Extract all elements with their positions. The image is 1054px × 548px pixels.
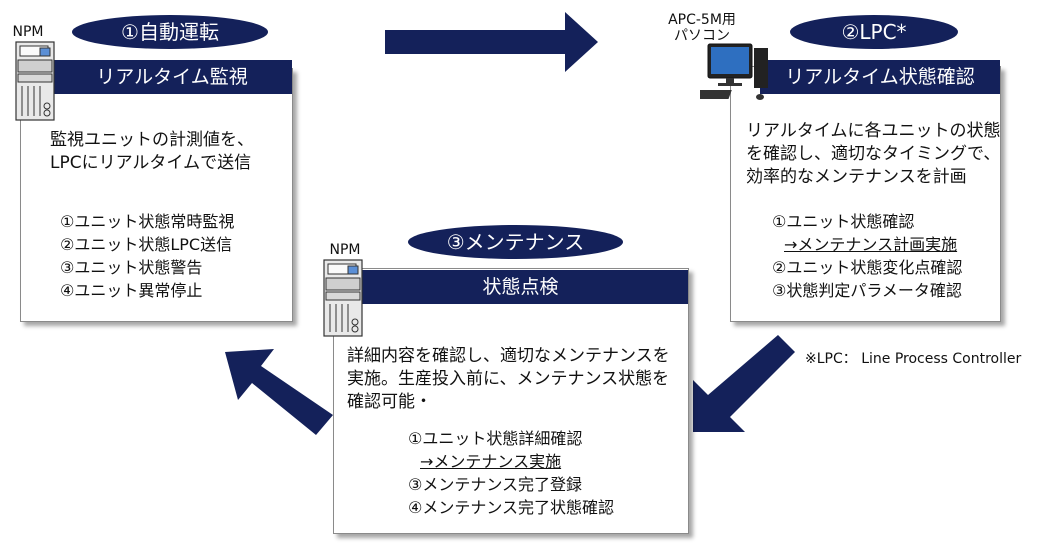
lpc-desc: リアルタイムに各ユニットの状態 を確認し、適切なタイミングで、 効率的なメンテナ… (746, 120, 1001, 189)
lpc-header: リアルタイム状態確認 (760, 60, 1000, 94)
npm-label-1: NPM (12, 24, 44, 40)
maintenance-desc-line1: 詳細内容を確認し、適切なメンテナンスを (347, 346, 670, 366)
lpc-desc-line1: リアルタイムに各ユニットの状態 (746, 121, 1001, 141)
npm-machine-icon (323, 259, 363, 337)
lpc-desc-line2: を確認し、適切なタイミングで、 (746, 144, 1001, 164)
maintenance-desc: 詳細内容を確認し、適切なメンテナンスを 実施。生産投入前に、メンテナンス状態を … (347, 345, 670, 414)
maintenance-exec-link: →メンテナンス実施 (420, 452, 562, 471)
step1-pill: ①自動運転 (72, 15, 268, 49)
list-item: ④ユニット異常停止 (60, 281, 203, 300)
step2-pill: ②LPC* (790, 15, 958, 49)
maintenance-list: ①ユニット状態詳細確認 →メンテナンス実施 ③メンテナンス完了登録 ④メンテナン… (408, 427, 614, 519)
maintenance-desc-line2: 実施。生産投入前に、メンテナンス状態を (347, 369, 670, 389)
list-item: →メンテナンス計画実施 (772, 233, 962, 256)
list-item: ②ユニット状態LPC送信 (60, 235, 233, 254)
list-item: ④メンテナンス完了状態確認 (408, 498, 615, 517)
step3-pill: ③メンテナンス (408, 225, 623, 259)
list-item: ①ユニット状態詳細確認 (408, 429, 583, 448)
lpc-desc-line3: 効率的なメンテナンスを計画 (746, 167, 967, 187)
pc-label: APC-5M用 パソコン (662, 12, 742, 44)
arrow-down-left (693, 335, 795, 432)
arrow-up-left (225, 349, 333, 435)
monitoring-desc-line1: 監視ユニットの計測値を、 (50, 130, 254, 150)
list-item: ①ユニット状態常時監視 (60, 212, 235, 231)
monitoring-desc: 監視ユニットの計測値を、 LPCにリアルタイムで送信 (50, 129, 254, 175)
list-item: →メンテナンス実施 (408, 450, 614, 473)
maintenance-plan-link: →メンテナンス計画実施 (784, 235, 958, 254)
monitoring-header: リアルタイム監視 (52, 60, 292, 94)
pc-label-line1: APC-5M用 (668, 12, 736, 28)
list-item: ③ユニット状態警告 (60, 258, 203, 277)
monitoring-desc-line2: LPCにリアルタイムで送信 (50, 153, 252, 173)
list-item: ②ユニット状態変化点確認 (772, 258, 963, 277)
maintenance-desc-line3: 確認可能・ (347, 392, 432, 412)
list-item: ③メンテナンス完了登録 (408, 475, 583, 494)
list-item: ①ユニット状態確認 (772, 212, 915, 231)
pc-icon (700, 43, 768, 100)
monitoring-list: ①ユニット状態常時監視 ②ユニット状態LPC送信 ③ユニット状態警告 ④ユニット… (60, 210, 234, 302)
npm-label-3: NPM (329, 242, 361, 258)
lpc-list: ①ユニット状態確認 →メンテナンス計画実施 ②ユニット状態変化点確認 ③状態判定… (772, 210, 962, 302)
npm-machine-icon (15, 41, 55, 121)
lpc-footnote: ※LPC： Line Process Controller (805, 351, 1022, 367)
list-item: ③状態判定パラメータ確認 (772, 281, 962, 300)
monitoring-box (20, 68, 293, 322)
lpc-box (730, 66, 1001, 322)
maintenance-box (333, 268, 689, 534)
arrow-right (385, 12, 598, 72)
maintenance-header: 状態点検 (353, 270, 688, 304)
pc-label-line2: パソコン (674, 28, 730, 44)
